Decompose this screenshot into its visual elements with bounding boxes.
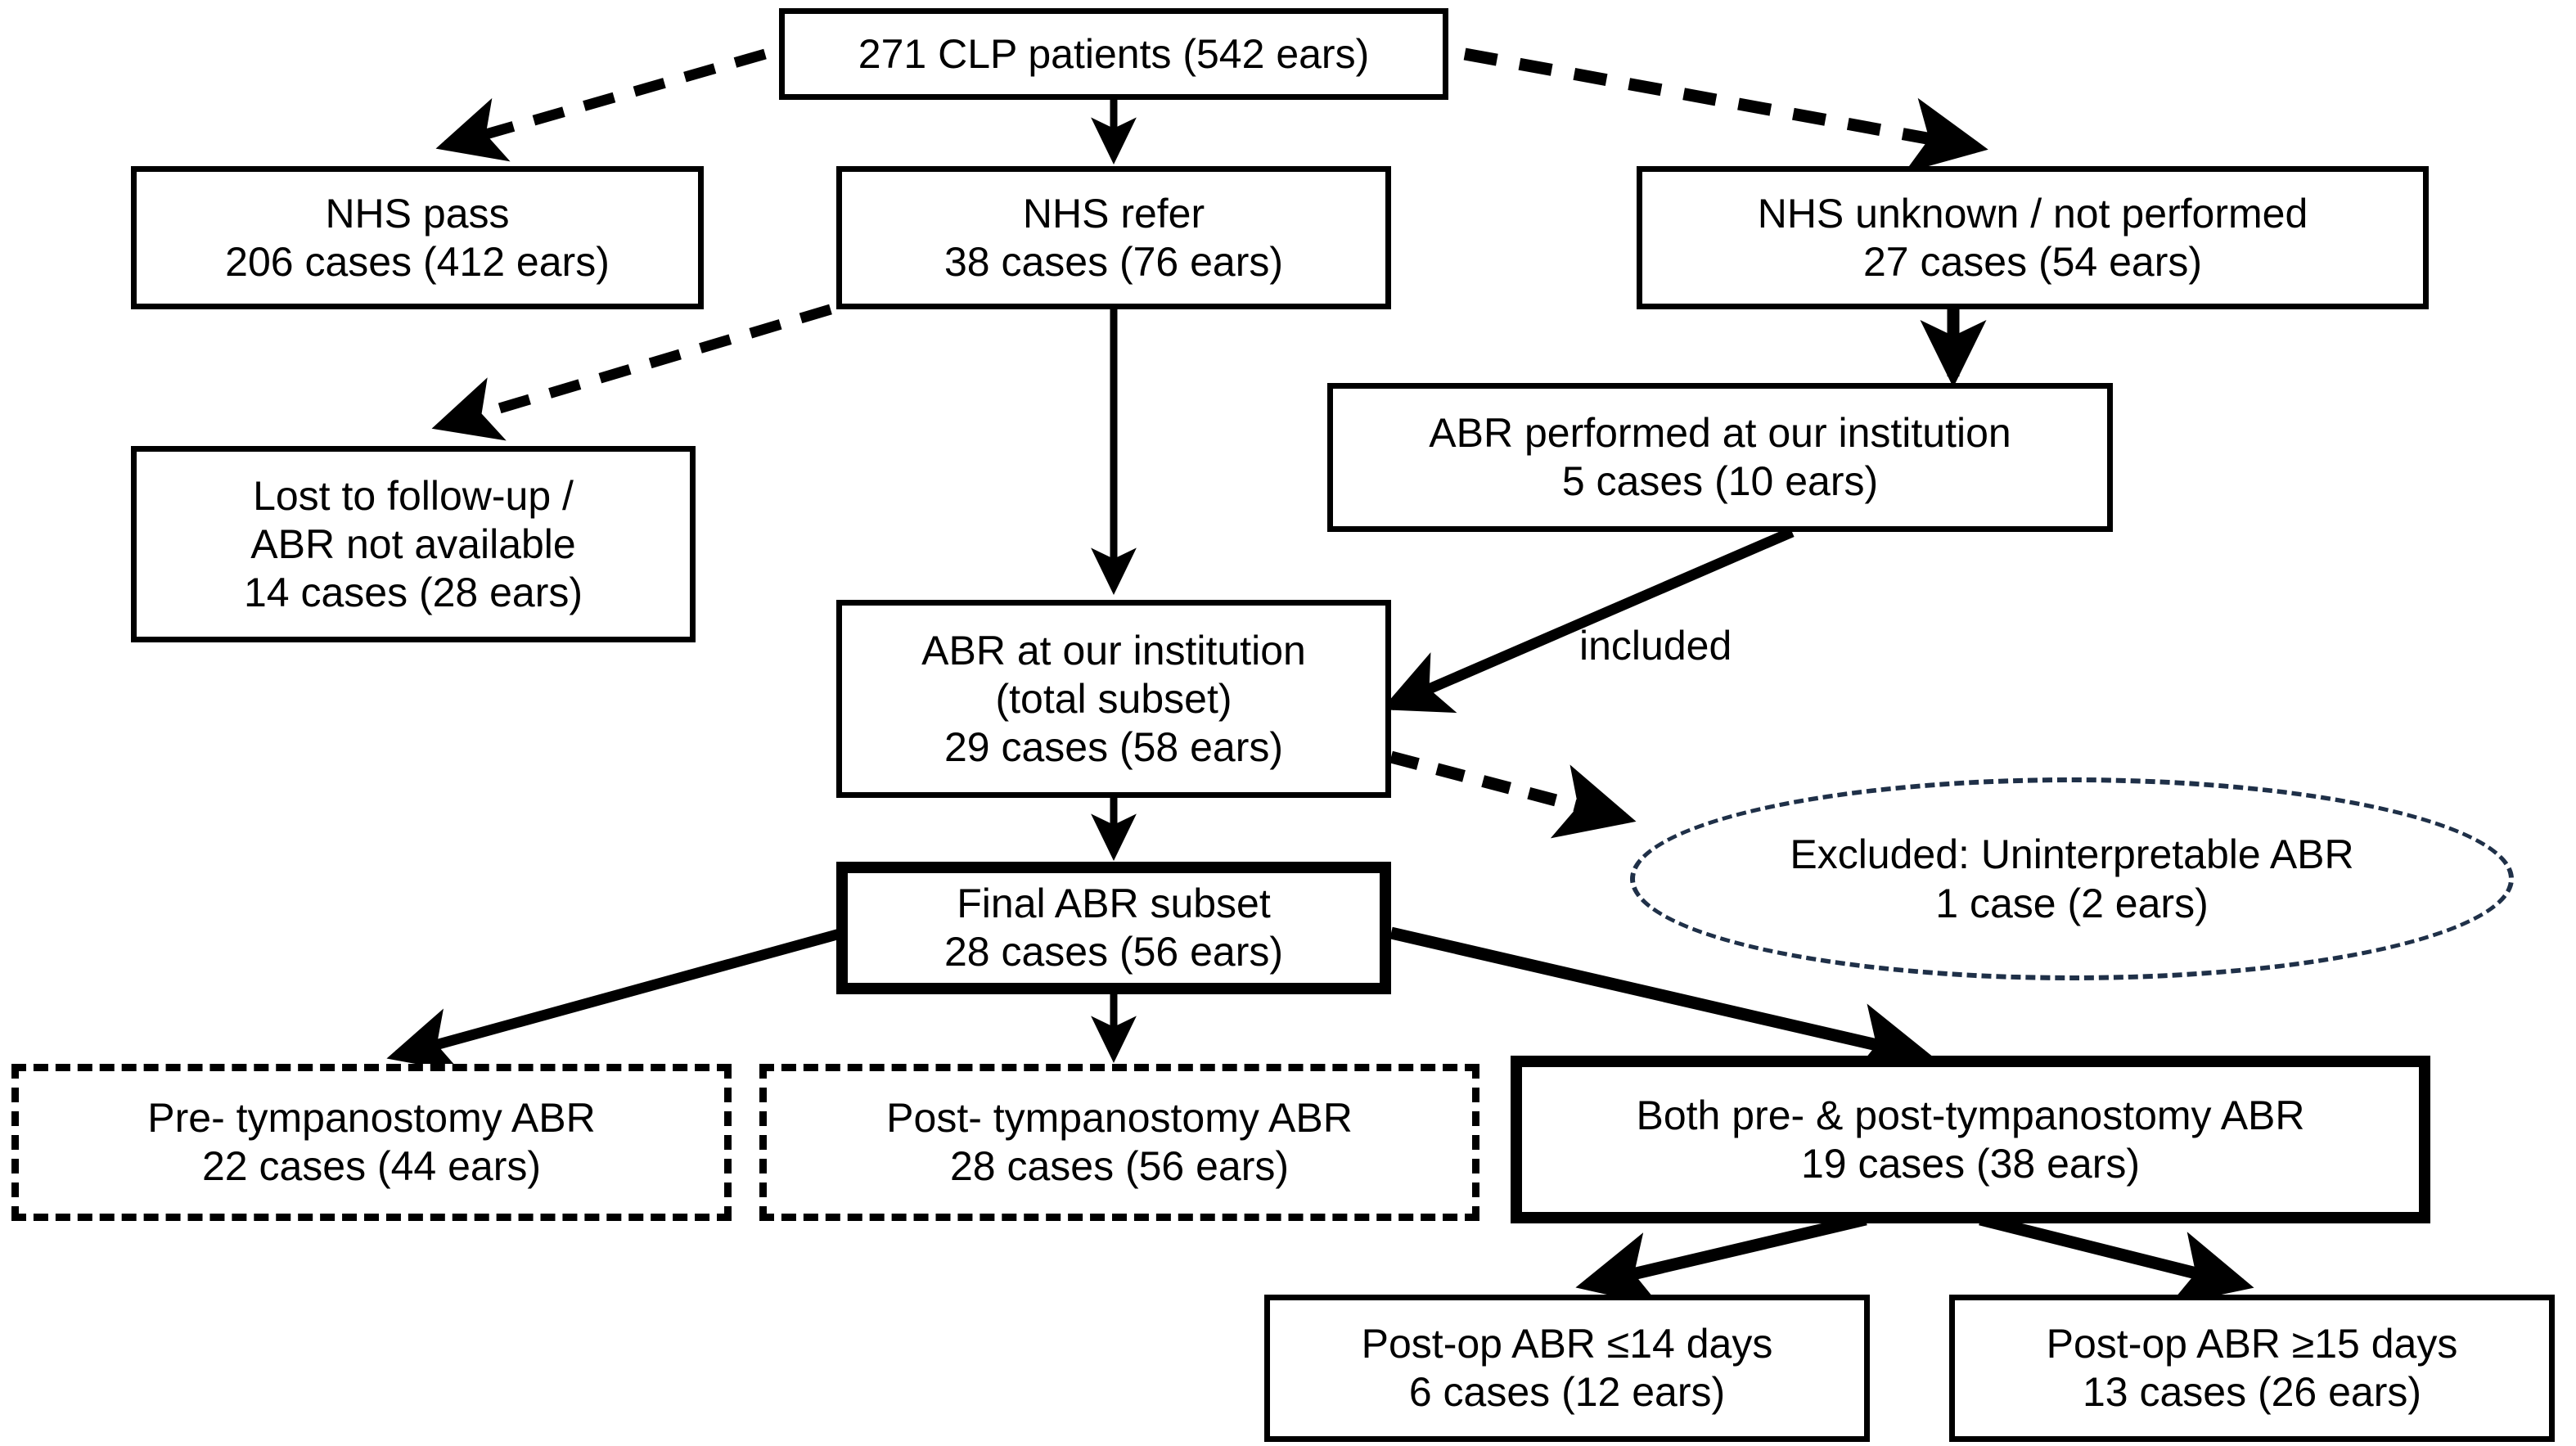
node-excluded-line2: 1 case (2 ears) [1935,881,2209,926]
edge-abr-subset-to-excluded [1389,750,1637,839]
node-nhs-refer-line2: 38 cases (76 ears) [943,238,1284,285]
edge-nhs-refer-to-lost [431,304,832,441]
node-lost-line3: 14 cases (28 ears) [243,569,583,615]
node-post-tymp-line1: Post- tympanostomy ABR [886,1095,1353,1141]
node-abr-total-subset[interactable]: ABR at our institution (total subset) 29… [836,600,1391,798]
node-pre-tympanostomy[interactable]: Pre- tympanostomy ABR 22 cases (44 ears) [11,1064,732,1221]
edge-label-included: included [1579,623,1732,669]
node-excluded-uninterpretable[interactable]: Excluded: Uninterpretable ABR 1 case (2 … [1630,777,2514,980]
node-nhs-refer[interactable]: NHS refer 38 cases (76 ears) [836,166,1391,309]
node-both-pre-post-tympanostomy[interactable]: Both pre- & post-tympanostomy ABR 19 cas… [1511,1056,2430,1223]
node-nhs-pass-line2: 206 cases (412 ears) [225,238,610,285]
node-nhs-refer-line1: NHS refer [1022,190,1205,236]
node-abr-total-subset-line2: (total subset) [995,675,1232,722]
node-nhs-pass[interactable]: NHS pass 206 cases (412 ears) [131,166,704,309]
node-nhs-pass-line1: NHS pass [325,190,510,236]
node-postop-le14-line1: Post-op ABR ≤14 days [1361,1321,1773,1367]
node-abr-performed-line2: 5 cases (10 ears) [1561,458,1879,504]
node-excluded-line1: Excluded: Uninterpretable ABR [1790,831,2354,877]
node-total-patients[interactable]: 271 CLP patients (542 ears) [779,8,1448,100]
node-postop-ge15-line2: 13 cases (26 ears) [2082,1369,2422,1415]
node-final-abr-subset[interactable]: Final ABR subset 28 cases (56 ears) [836,862,1391,994]
node-nhs-unknown-line1: NHS unknown / not performed [1757,190,2308,236]
node-postop-ge15[interactable]: Post-op ABR ≥15 days 13 cases (26 ears) [1949,1295,2555,1442]
node-both-tymp-line2: 19 cases (38 ears) [1800,1140,2141,1187]
node-postop-le14[interactable]: Post-op ABR ≤14 days 6 cases (12 ears) [1264,1295,1870,1442]
node-postop-le14-line2: 6 cases (12 ears) [1408,1369,1726,1415]
node-post-tympanostomy[interactable]: Post- tympanostomy ABR 28 cases (56 ears… [759,1064,1479,1221]
node-final-abr-subset-line1: Final ABR subset [957,881,1271,926]
node-lost-to-followup[interactable]: Lost to follow-up / ABR not available 14… [131,446,696,642]
node-lost-line2: ABR not available [250,520,576,567]
node-abr-performed[interactable]: ABR performed at our institution 5 cases… [1327,383,2113,532]
edge-both-to-postop-le14 [1575,1213,1867,1307]
node-post-tymp-line2: 28 cases (56 ears) [949,1143,1290,1189]
node-lost-line1: Lost to follow-up / [253,472,574,519]
edge-total-to-nhs-pass [435,48,767,162]
edge-total-to-nhs-unknown [1463,47,1988,173]
edge-final-to-pre-tymp [386,927,844,1073]
node-nhs-unknown[interactable]: NHS unknown / not performed 27 cases (54… [1637,166,2429,309]
node-both-tymp-line1: Both pre- & post-tympanostomy ABR [1636,1092,2305,1138]
node-abr-total-subset-line3: 29 cases (58 ears) [943,723,1284,770]
node-postop-ge15-line1: Post-op ABR ≥15 days [2046,1321,2458,1367]
node-abr-total-subset-line1: ABR at our institution [921,627,1306,673]
node-pre-tymp-line1: Pre- tympanostomy ABR [147,1095,596,1141]
edge-abr-performed-to-abr-subset [1381,527,1795,714]
node-final-abr-subset-line2: 28 cases (56 ears) [943,929,1284,975]
node-nhs-unknown-line2: 27 cases (54 ears) [1862,238,2203,285]
edge-both-to-postop-ge15 [1979,1213,2254,1306]
node-total-patients-line1: 271 CLP patients (542 ears) [858,30,1370,77]
node-pre-tymp-line2: 22 cases (44 ears) [201,1143,542,1189]
node-abr-performed-line1: ABR performed at our institution [1429,410,2011,456]
